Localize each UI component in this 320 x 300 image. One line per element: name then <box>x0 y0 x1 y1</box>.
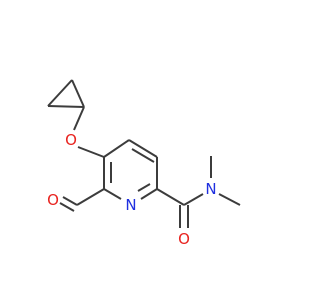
bond <box>47 105 85 108</box>
bond <box>73 106 85 131</box>
amide-oxygen-label: O <box>178 230 190 248</box>
pyridine-ring <box>103 139 158 200</box>
bond <box>77 146 105 158</box>
bond <box>156 188 185 206</box>
cyclopropyl-ring <box>47 79 85 108</box>
bond <box>140 188 158 200</box>
ring-nitrogen-label: N <box>125 196 136 214</box>
structure-diagram: O O O N N <box>47 79 241 248</box>
bond <box>137 183 151 192</box>
bond <box>76 188 105 206</box>
bond <box>218 193 241 206</box>
bond <box>131 148 155 163</box>
bond <box>47 79 73 107</box>
bond <box>103 139 130 158</box>
bond <box>183 193 204 206</box>
bond <box>59 202 75 212</box>
amide-nitrogen-label: N <box>205 180 216 198</box>
bond <box>128 139 158 158</box>
bond <box>62 196 78 206</box>
ether-oxygen-label: O <box>65 131 77 149</box>
bond <box>103 188 122 200</box>
aldehyde-oxygen-label: O <box>47 191 59 209</box>
bond <box>71 79 85 108</box>
